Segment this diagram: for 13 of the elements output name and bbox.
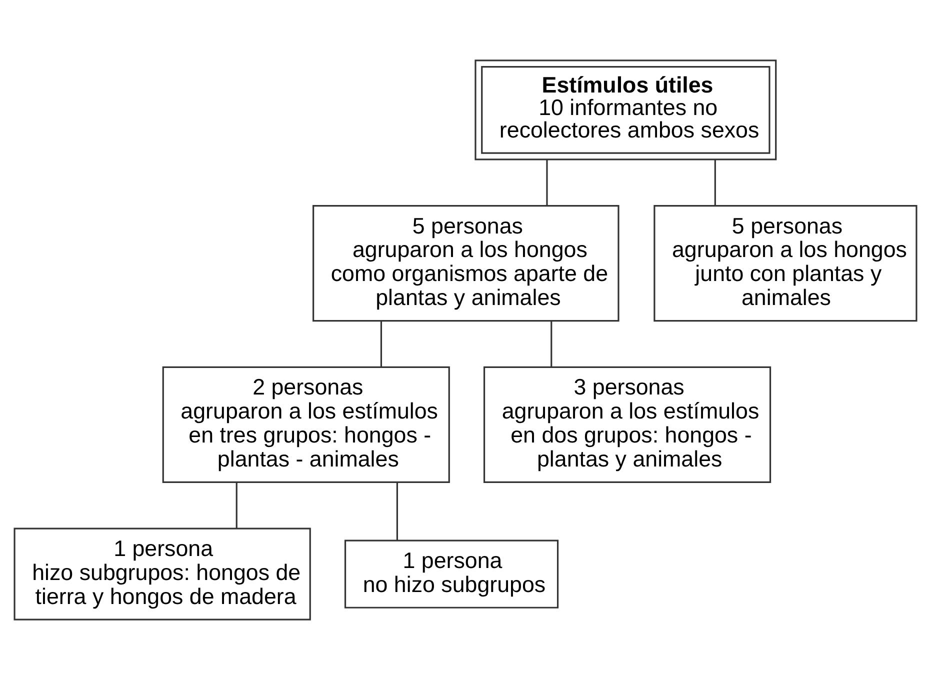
connector bbox=[380, 320, 382, 366]
node-box: 3 personas agruparon a los estímulos en dos grupos: hongos - plantas y animales bbox=[483, 366, 772, 482]
node-box: 2 personas agruparon a los estímulos en tres grupos: hongos - plantas - animales bbox=[162, 366, 450, 482]
node-box: 1 persona no hizo subgrupos bbox=[344, 539, 559, 608]
node-box: Estímulos útiles 10 informantes no recolectores ambos sexos bbox=[474, 59, 777, 160]
connector bbox=[550, 320, 552, 366]
connector bbox=[396, 482, 398, 540]
node-box: 1 persona hizo subgrupos: hongos de tierra y hongos de madera bbox=[14, 527, 311, 620]
connector bbox=[546, 159, 548, 206]
node-box: 5 personas agruparon a los hongos junto con plantas y animales bbox=[654, 204, 918, 322]
connector bbox=[714, 159, 716, 206]
connector bbox=[236, 482, 238, 528]
node-box: 5 personas agruparon a los hongos como organismos aparte de plantas y animales bbox=[312, 204, 620, 322]
